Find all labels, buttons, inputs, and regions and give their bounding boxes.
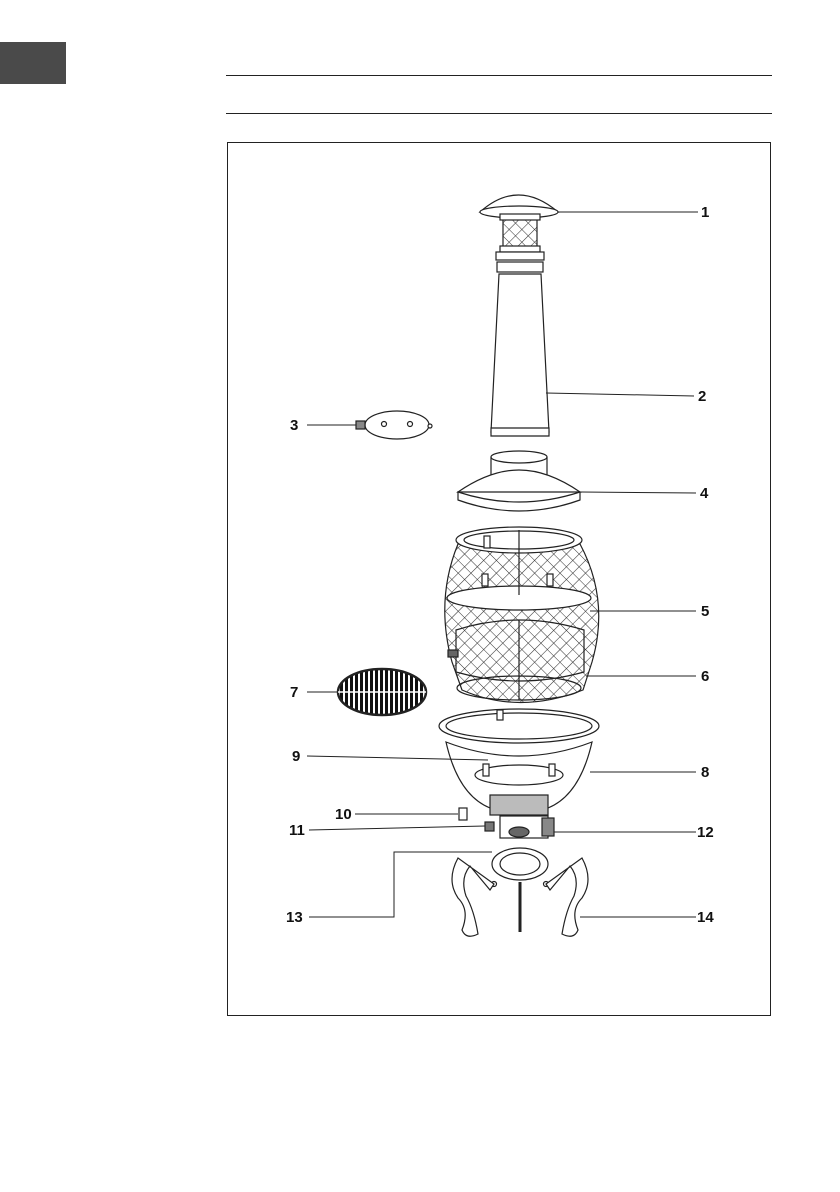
callout-1: 1 — [701, 205, 709, 220]
fire-bowl-part — [439, 709, 599, 815]
cover-plate-part — [356, 411, 432, 439]
hood-part — [458, 451, 580, 511]
callout-10: 10 — [335, 807, 352, 822]
firebox-body-part — [445, 527, 599, 703]
callout-8: 8 — [701, 765, 709, 780]
chimney-cap-part — [480, 195, 558, 252]
callout-14: 14 — [697, 910, 714, 925]
callout-2: 2 — [698, 389, 706, 404]
callout-3: 3 — [290, 418, 298, 433]
base-ring-part — [492, 848, 549, 932]
callout-7: 7 — [290, 685, 298, 700]
callout-13: 13 — [286, 910, 303, 925]
grill-grate-part — [338, 669, 426, 715]
callout-9: 9 — [292, 749, 300, 764]
callout-4: 4 — [700, 486, 708, 501]
callout-12: 12 — [697, 825, 714, 840]
callout-6: 6 — [701, 669, 709, 684]
callout-11: 11 — [289, 823, 305, 838]
page-bottom-edge — [0, 1186, 840, 1192]
chimney-pipe-part — [491, 252, 549, 436]
callout-5: 5 — [701, 604, 709, 619]
